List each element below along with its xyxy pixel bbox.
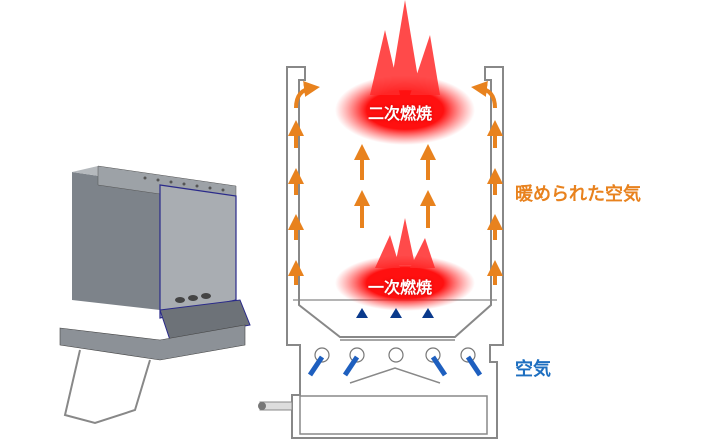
- air-holes: [314, 347, 476, 363]
- warmed-air-label: 暖められた空気: [515, 184, 641, 205]
- stove-cross-section: [286, 66, 504, 439]
- air-inlet-handle: [258, 401, 293, 411]
- warm-air-arrows: [288, 81, 503, 285]
- angled-air-arrows: [307, 355, 483, 377]
- secondary-flame: [335, 0, 475, 145]
- primary-flame: [335, 218, 475, 311]
- stove-3d-illustration: [59, 165, 251, 425]
- air-arrowheads: [356, 308, 434, 318]
- secondary-combustion-label: 二次燃焼: [368, 104, 433, 123]
- air-label: 空気: [515, 359, 551, 380]
- primary-combustion-label: 一次燃焼: [368, 278, 433, 297]
